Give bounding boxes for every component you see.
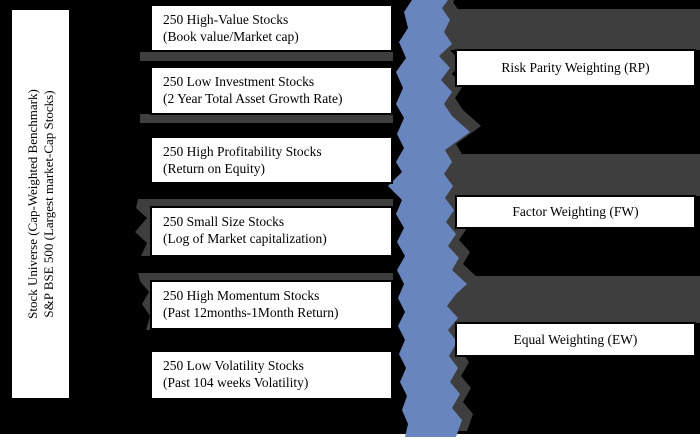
factor-subtitle: (Return on Equity)	[163, 161, 265, 176]
stock-universe-panel: Stock Universe (Cap-Weighted Benchmark) …	[10, 8, 71, 400]
factor-subtitle: (Past 104 weeks Volatility)	[163, 375, 309, 390]
factor-title: 250 High-Value Stocks	[163, 12, 289, 27]
factor-subtitle: (Log of Market capitalization)	[163, 231, 327, 246]
factor-subtitle: (Past 12months-1Month Return)	[163, 305, 339, 320]
stock-universe-line1: Stock Universe (Cap-Weighted Benchmark)	[24, 89, 40, 319]
factor-box-high-profitability: 250 High Profitability Stocks (Return on…	[150, 136, 393, 184]
factor-box-small-size: 250 Small Size Stocks (Log of Market cap…	[150, 206, 393, 257]
weighting-box-shadow	[447, 9, 700, 50]
factor-box-high-value: 250 High-Value Stocks (Book value/Market…	[150, 4, 393, 52]
weighting-box-shadow	[447, 154, 700, 196]
weighting-label: Factor Weighting (FW)	[512, 204, 639, 219]
weighting-box-risk-parity: Risk Parity Weighting (RP)	[455, 49, 696, 87]
factor-subtitle: (Book value/Market cap)	[163, 29, 299, 44]
stock-universe-line2: S&P BSE 500 (Largest market-Cap Stocks)	[40, 90, 56, 318]
factor-subtitle: (2 Year Total Asset Growth Rate)	[163, 91, 343, 106]
factor-title: 250 High Momentum Stocks	[163, 288, 320, 303]
factor-box-low-volatility: 250 Low Volatility Stocks (Past 104 week…	[150, 350, 393, 400]
factor-title: 250 High Profitability Stocks	[163, 144, 322, 159]
weighting-box-shadow	[447, 276, 700, 323]
factor-box-shadow	[140, 52, 393, 61]
weighting-label: Equal Weighting (EW)	[513, 331, 638, 347]
stock-universe-text: Stock Universe (Cap-Weighted Benchmark) …	[25, 10, 57, 398]
factor-title: 250 Small Size Stocks	[163, 214, 285, 229]
weighting-box-equal: Equal Weighting (EW)	[455, 322, 696, 357]
factor-box-low-investment: 250 Low Investment Stocks (2 Year Total …	[150, 66, 393, 115]
factor-box-high-momentum: 250 High Momentum Stocks (Past 12months-…	[150, 280, 393, 330]
factor-title: 250 Low Investment Stocks	[163, 74, 315, 89]
weighting-box-factor: Factor Weighting (FW)	[455, 195, 696, 229]
factor-title: 250 Low Volatility Stocks	[163, 358, 304, 373]
factor-box-shadow	[140, 114, 393, 123]
weighting-label: Risk Parity Weighting (RP)	[501, 60, 650, 75]
